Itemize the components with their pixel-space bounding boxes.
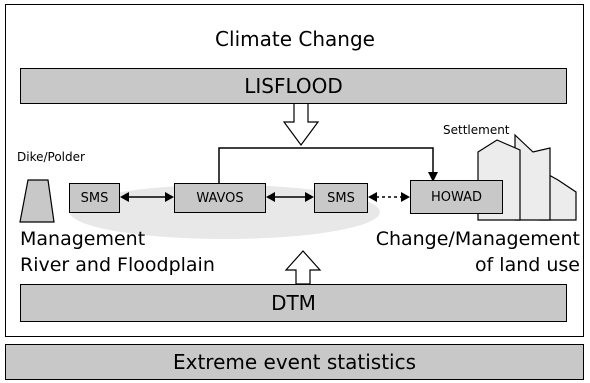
label-change-management: Change/Management — [375, 228, 580, 250]
lisflood-bar: LISFLOOD — [20, 68, 567, 104]
module-wavos: WAVOS — [174, 183, 266, 213]
arrowhead-left — [120, 192, 129, 202]
extreme-event-statistics-bar: Extreme event statistics — [5, 344, 584, 380]
arrowhead-right — [305, 192, 314, 202]
label-land-use: of land use — [474, 254, 580, 276]
module-sms-left: SMS — [69, 183, 120, 213]
dtm-bar: DTM — [20, 284, 567, 322]
wavos-howad-connector — [218, 147, 434, 184]
arrowhead-left — [266, 192, 275, 202]
hollow-arrow-down-icon — [282, 101, 320, 147]
label-river-floodplain: River and Floodplain — [20, 254, 215, 276]
connector-arrowhead — [428, 172, 438, 182]
module-sms-right: SMS — [314, 183, 368, 213]
arrowhead-right — [401, 192, 410, 202]
label-dike-polder: Dike/Polder — [17, 150, 85, 164]
hollow-arrow-up-icon — [284, 250, 322, 285]
title-climate-change: Climate Change — [215, 27, 375, 51]
label-settlement: Settlement — [443, 123, 510, 137]
arrowhead-right — [165, 192, 174, 202]
dike-icon — [19, 179, 55, 223]
module-howad: HOWAD — [410, 180, 503, 214]
arrowhead-left — [368, 192, 377, 202]
label-management: Management — [20, 228, 146, 250]
